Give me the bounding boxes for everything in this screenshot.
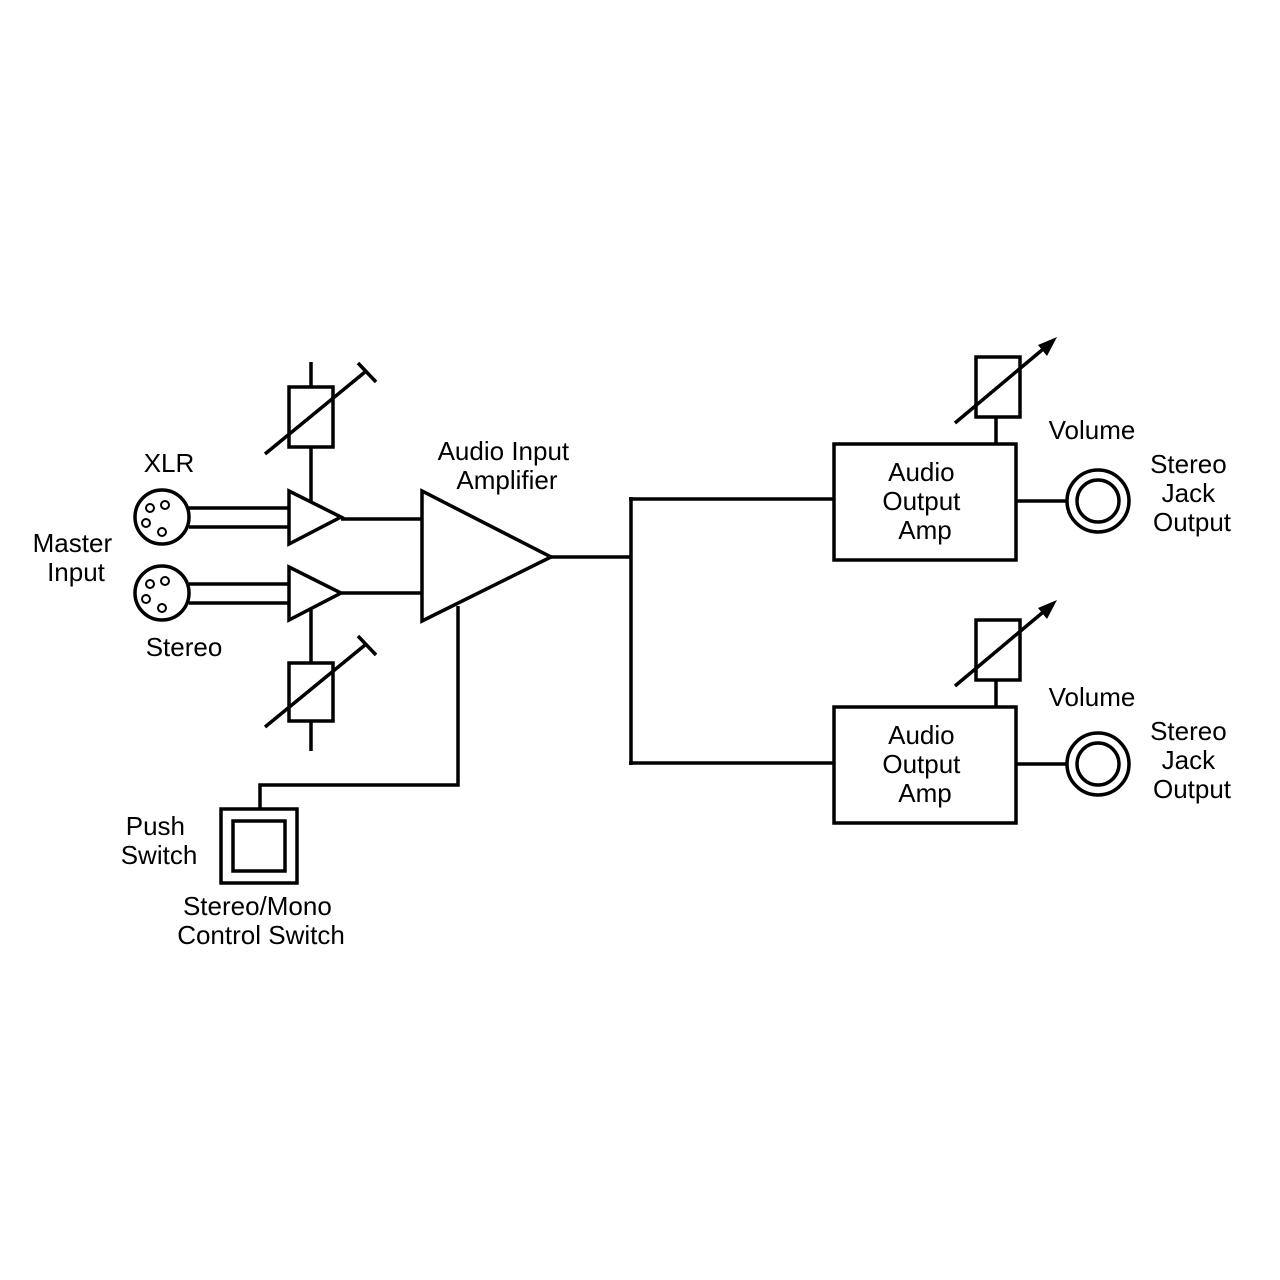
stereo-mono-switch-label: Stereo/Mono Control Switch bbox=[177, 891, 345, 950]
stereo-input-label: Stereo bbox=[146, 632, 223, 662]
top-trim-variable-resistor-icon bbox=[263, 361, 378, 502]
top-output-amp-box bbox=[832, 442, 1018, 562]
bottom-volume-variable-resistor-icon bbox=[953, 600, 1057, 707]
top-volume-label: Volume bbox=[1049, 415, 1136, 445]
top-volume-variable-resistor-icon bbox=[953, 337, 1057, 444]
xlr-connector-icon bbox=[133, 488, 191, 546]
output-splitter-bus bbox=[629, 497, 834, 765]
bottom-output-amp-box bbox=[832, 705, 1018, 825]
push-switch-label: Push Switch bbox=[121, 811, 198, 870]
top-jack-socket-icon[interactable] bbox=[1065, 468, 1131, 534]
stereo-preamp-icon bbox=[287, 564, 345, 623]
bottom-jack-output-label: Stereo Jack Output bbox=[1150, 716, 1234, 804]
xlr-cable bbox=[189, 506, 289, 529]
top-output-amp-label: Audio Output Amp bbox=[882, 457, 967, 545]
stereo-cable bbox=[189, 582, 289, 605]
master-input-label: Master Input bbox=[33, 528, 120, 587]
top-jack-output-label: Stereo Jack Output bbox=[1150, 449, 1234, 537]
xlr-preamp-icon bbox=[287, 488, 345, 547]
push-switch-icon[interactable] bbox=[219, 807, 299, 885]
audio-input-amplifier-label: Audio Input Amplifier bbox=[438, 436, 577, 495]
bottom-jack-socket-icon[interactable] bbox=[1065, 731, 1131, 797]
switch-control-wire bbox=[258, 606, 460, 811]
audio-input-amplifier-icon bbox=[420, 488, 555, 624]
bottom-trim-variable-resistor-icon bbox=[263, 610, 378, 751]
xlr-label: XLR bbox=[144, 448, 195, 478]
bottom-volume-label: Volume bbox=[1049, 682, 1136, 712]
stereo-connector-icon bbox=[133, 564, 191, 622]
bottom-output-amp-label: Audio Output Amp bbox=[882, 720, 967, 808]
